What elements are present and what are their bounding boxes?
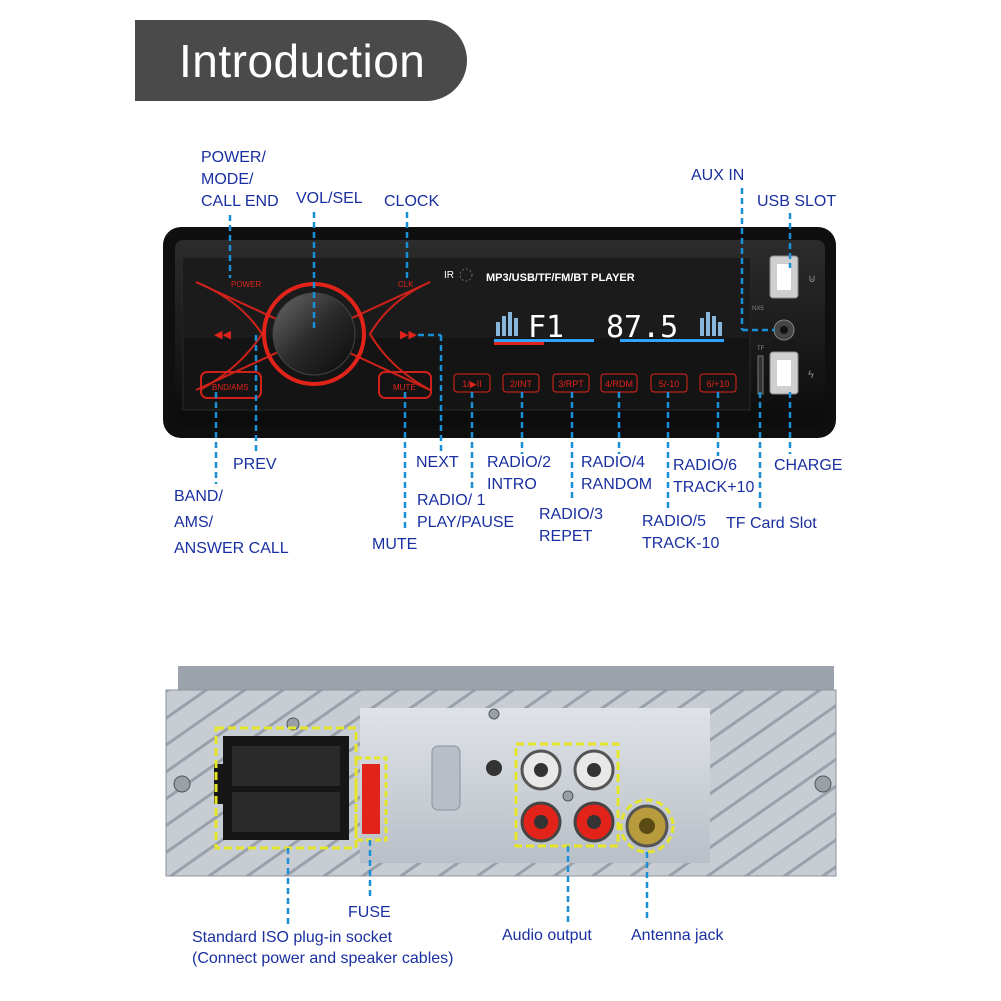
back-callouts (286, 840, 649, 924)
usb-slot-inner (777, 264, 791, 290)
mute-button-text[interactable]: MUTE (393, 383, 416, 392)
ir-label: IR (444, 270, 454, 281)
label-iso-socket: Standard ISO plug-in socket(Connect powe… (192, 929, 454, 967)
label-clock: CLOCK (384, 193, 440, 210)
svg-text:3/RPT: 3/RPT (558, 379, 584, 389)
usb-slot-icon: ⊍ (808, 273, 816, 285)
screw-left (173, 775, 191, 793)
hole (486, 760, 502, 776)
charge-icon: ϟ (808, 369, 814, 381)
power-button-text[interactable]: POWER (231, 280, 261, 289)
lcd-display: F1 87.5 (494, 310, 724, 345)
next-button-text[interactable]: ▶▶ (400, 329, 417, 341)
band-button-text[interactable]: BND/AMS (212, 383, 248, 392)
rca-jacks (520, 749, 615, 843)
label-vol-sel: VOL/SEL (296, 190, 363, 207)
svg-text:6/+10: 6/+10 (707, 379, 730, 389)
label-charge: CHARGE (774, 457, 843, 474)
eq-right (700, 312, 722, 336)
label-band: BAND/AMS/ANSWER CALL (174, 488, 289, 557)
banner-title: Introduction (179, 35, 426, 87)
label-prev: PREV (233, 456, 277, 473)
label-tf-card-slot: TF Card Slot (726, 515, 817, 532)
tf-small-label: TF (757, 346, 765, 352)
screen-title: MP3/USB/TF/FM/BT PLAYER (486, 272, 635, 284)
front-panel: POWER CLK BND/AMS MUTE ◀◀ ▶▶ IR MP3/USB/… (163, 227, 836, 438)
preset-keys: 1/▶II 2/INT 3/RPT 4/RDM 5/-10 6/+10 (453, 373, 737, 393)
plate-bracket (431, 745, 461, 811)
label-power: POWER/MODE/CALL END (201, 149, 279, 210)
label-mute: MUTE (372, 536, 418, 553)
front-callouts (214, 188, 792, 530)
svg-text:1/▶II: 1/▶II (462, 379, 481, 389)
svg-text:2/INT: 2/INT (510, 379, 533, 389)
display-bar-right (620, 339, 724, 342)
display-bar-red (494, 342, 544, 345)
svg-text:4/RDM: 4/RDM (605, 379, 633, 389)
label-fuse: FUSE (348, 904, 391, 921)
tf-card-slot[interactable] (757, 355, 764, 395)
back-top-edge (178, 666, 834, 692)
clock-button-text[interactable]: CLK (398, 280, 414, 289)
label-next: NEXT (416, 454, 459, 471)
prev-button-text[interactable]: ◀◀ (214, 329, 231, 341)
fuse (362, 764, 380, 834)
screw-mid (488, 708, 500, 720)
label-usb-slot: USB SLOT (757, 193, 837, 210)
eq-left (496, 312, 518, 336)
label-antenna-jack: Antenna jack (631, 927, 724, 944)
label-audio-output: Audio output (502, 927, 592, 944)
nx5-label: NX5 (752, 306, 764, 312)
screw-right (814, 775, 832, 793)
antenna-highlight (619, 798, 675, 854)
intro-banner: Introduction (135, 20, 467, 101)
label-aux-in: AUX IN (691, 167, 745, 184)
ir-sensor-icon (459, 268, 473, 282)
back-panel (165, 666, 837, 877)
display-bar-left (494, 339, 594, 342)
svg-text:5/-10: 5/-10 (659, 379, 680, 389)
